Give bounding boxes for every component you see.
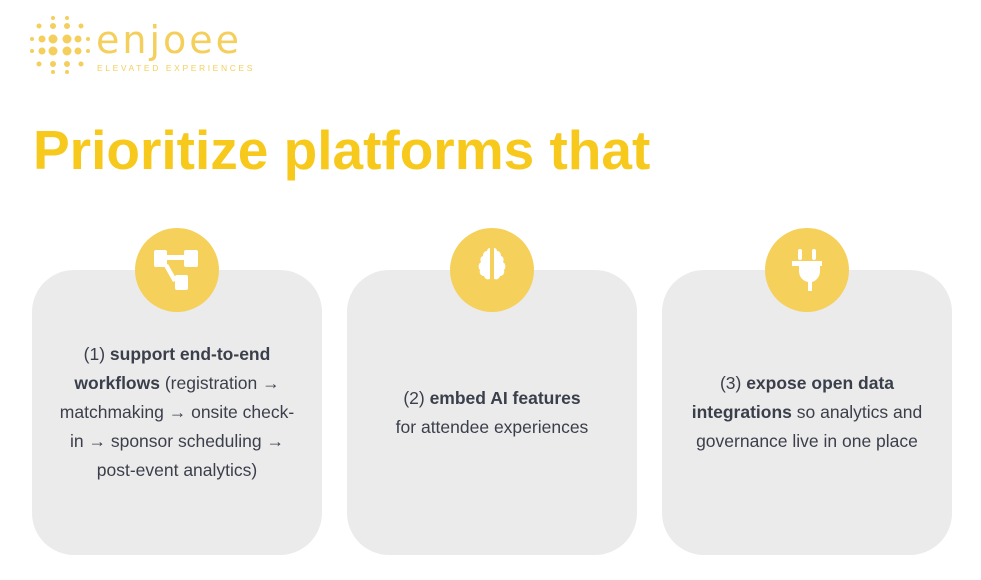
- page-title: Prioritize platforms that: [33, 119, 651, 181]
- card-prefix: (3): [719, 373, 747, 393]
- card-workflows: (1) support end-to-end workflows (regist…: [32, 270, 322, 555]
- workflow-icon: [135, 228, 219, 312]
- card-text: (registration → matchmaking → onsite che…: [59, 373, 295, 480]
- card-bold: expose open data integrations: [691, 373, 895, 422]
- card-bold: embed AI features: [429, 387, 581, 408]
- card-bold: support end-to-end workflows: [74, 344, 271, 393]
- brain-icon: [450, 228, 534, 312]
- logo-name: enjoee: [96, 18, 243, 62]
- card-integrations: (3) expose open data integrations so ana…: [662, 270, 952, 555]
- card-text: so analytics and governance live in one …: [696, 402, 923, 451]
- card-prefix: (2): [403, 387, 430, 408]
- card-prefix: (1): [83, 344, 110, 364]
- card-ai: (2) embed AI features for attendee exper…: [347, 270, 637, 555]
- logo-dots-icon: [30, 16, 90, 74]
- card-text: for attendee experiences: [395, 416, 589, 437]
- logo-tagline: ELEVATED EXPERIENCES: [97, 63, 255, 73]
- plug-icon: [765, 228, 849, 312]
